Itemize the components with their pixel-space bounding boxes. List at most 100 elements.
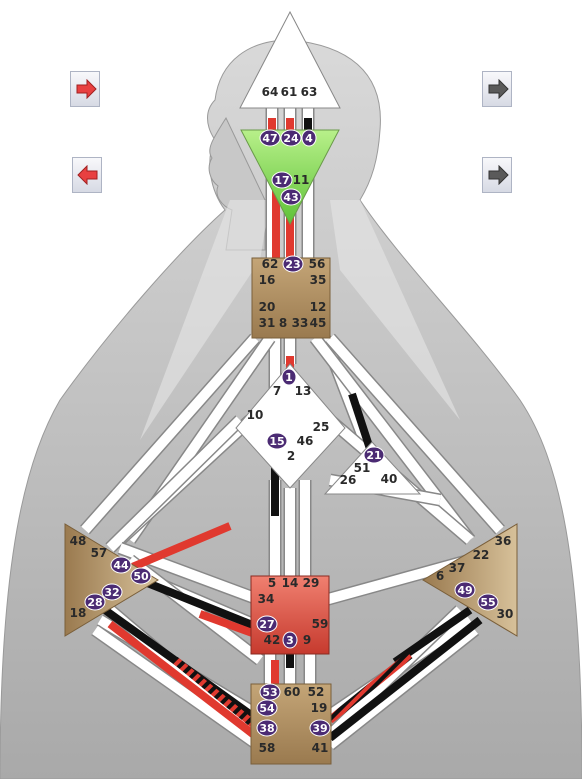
gate-20: 20	[259, 300, 276, 314]
gate-44: 44	[110, 556, 132, 574]
gate-activation-marker	[256, 615, 278, 633]
channel-pipe	[326, 626, 479, 749]
gate-57: 57	[91, 546, 108, 560]
channel-pipe	[118, 543, 262, 605]
gate-14: 14	[282, 576, 299, 590]
gate-number: 61	[281, 85, 298, 99]
channel-pipe	[311, 334, 474, 544]
gate-number: 56	[309, 257, 326, 271]
gate-37: 37	[449, 561, 466, 575]
gate-number: 20	[259, 300, 276, 314]
gate-9: 9	[303, 633, 311, 647]
gate-19: 19	[311, 701, 328, 715]
gate-62: 62	[262, 257, 279, 271]
gate-activation-marker	[477, 593, 499, 611]
gate-activation-marker	[282, 255, 304, 273]
gate-number: 18	[70, 606, 87, 620]
gate-number: 26	[340, 473, 357, 487]
gate-number: 55	[480, 596, 495, 609]
gate-21: 21	[363, 446, 385, 464]
gate-45: 45	[310, 316, 327, 330]
gate-59: 59	[312, 617, 329, 631]
gate-56: 56	[309, 257, 326, 271]
gate-number: 45	[310, 316, 327, 330]
gate-18: 18	[70, 606, 87, 620]
gate-10: 10	[247, 408, 264, 422]
gate-number: 15	[269, 435, 284, 448]
gate-number: 40	[381, 472, 398, 486]
gate-number: 38	[259, 722, 274, 735]
gate-activation-marker	[256, 699, 278, 717]
gate-51: 51	[354, 461, 371, 475]
gate-number: 11	[293, 173, 310, 187]
gate-number: 44	[113, 559, 129, 572]
gate-30: 30	[497, 607, 514, 621]
head-center	[239, 10, 341, 109]
gate-number: 48	[70, 534, 87, 548]
gate-number: 35	[310, 273, 327, 287]
gate-number: 36	[495, 534, 512, 548]
gate-activation-marker	[309, 719, 331, 737]
gate-number: 59	[312, 617, 329, 631]
nav-bottom-right-button[interactable]	[482, 157, 512, 193]
gate-5: 5	[268, 576, 276, 590]
gate-25: 25	[313, 420, 330, 434]
channel-pipe	[106, 416, 244, 552]
gate-61: 61	[281, 85, 298, 99]
gate-64: 64	[262, 85, 279, 99]
gate-activation-marker	[271, 171, 293, 189]
gate-24: 24	[280, 129, 302, 147]
gate-number: 49	[457, 584, 472, 597]
channel-activation	[198, 610, 257, 638]
gate-13: 13	[295, 384, 312, 398]
gate-activation-marker	[363, 446, 385, 464]
gate-number: 52	[308, 685, 325, 699]
gate-32: 32	[101, 583, 123, 601]
gate-number: 54	[259, 702, 275, 715]
gate-8: 8	[279, 316, 287, 330]
gate-number: 22	[473, 548, 490, 562]
gate-number: 62	[262, 257, 279, 271]
gate-activation-marker	[130, 567, 152, 585]
gate-6: 6	[436, 569, 444, 583]
gate-number: 21	[366, 449, 381, 462]
gate-23: 23	[282, 255, 304, 273]
gate-activation-marker	[281, 368, 297, 386]
channel-activation	[327, 616, 483, 742]
gate-number: 12	[310, 300, 327, 314]
gate-activation-marker	[301, 129, 317, 147]
gate-number: 57	[91, 546, 108, 560]
gate-number: 39	[312, 722, 327, 735]
gate-53: 53	[259, 683, 281, 701]
gate-number: 63	[301, 85, 318, 99]
nav-top-right-button[interactable]	[482, 71, 512, 107]
gate-29: 29	[303, 576, 320, 590]
gate-3: 3	[282, 631, 298, 649]
gate-15: 15	[266, 432, 288, 450]
channel-activation	[348, 392, 376, 457]
gate-11: 11	[293, 173, 310, 187]
gate-52: 52	[308, 685, 325, 699]
channel-activation	[143, 578, 257, 630]
gate-number: 50	[133, 570, 149, 583]
gate-number: 41	[312, 741, 329, 755]
gate-41: 41	[312, 741, 329, 755]
gate-number: 8	[279, 316, 287, 330]
channel-pipe	[81, 334, 259, 534]
gate-number: 46	[297, 434, 314, 448]
gate-number: 64	[262, 85, 279, 99]
gate-50: 50	[130, 567, 152, 585]
g-center	[235, 363, 346, 489]
gate-34: 34	[258, 592, 275, 606]
nav-top-left-button[interactable]	[70, 71, 100, 107]
gate-number: 9	[303, 633, 311, 647]
nav-bottom-left-button[interactable]	[72, 157, 102, 193]
gate-12: 12	[310, 300, 327, 314]
gate-number: 60	[284, 685, 301, 699]
gate-40: 40	[381, 472, 398, 486]
arrow-right-gray-icon	[488, 79, 509, 99]
gate-2: 2	[287, 449, 295, 463]
gate-60: 60	[284, 685, 301, 699]
gate-number: 51	[354, 461, 371, 475]
gate-number: 37	[449, 561, 466, 575]
